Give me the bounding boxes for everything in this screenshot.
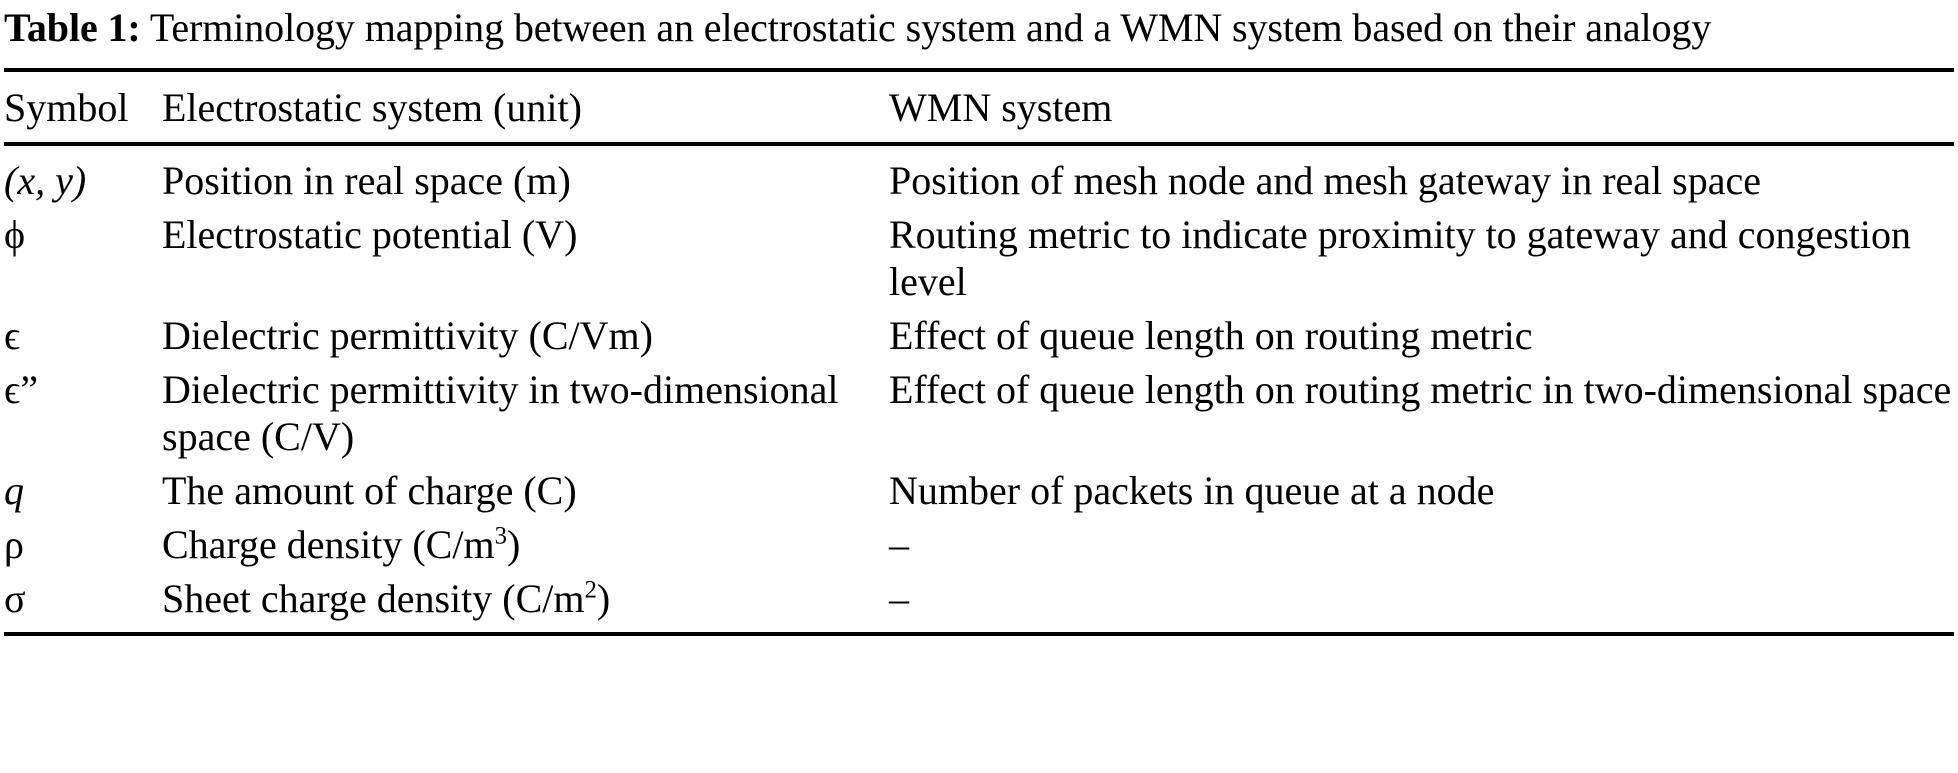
caption-label: Table 1: xyxy=(4,5,141,50)
row-electrostatic: Dielectric permittivity (C/Vm) xyxy=(162,313,653,358)
row-symbol: ϕ xyxy=(4,212,26,257)
table-row: ρ Charge density (C/m3) – xyxy=(4,514,1954,568)
row-symbol: ϵ xyxy=(4,313,21,358)
caption-text: Terminology mapping between an electrost… xyxy=(140,5,1712,50)
column-header-symbol: Symbol xyxy=(4,85,129,130)
row-wmn: Position of mesh node and mesh gateway i… xyxy=(889,158,1761,203)
table-row: ϕ Electrostatic potential (V) Routing me… xyxy=(4,204,1954,305)
table-header-rule xyxy=(4,142,1954,146)
row-electrostatic-suffix: ) xyxy=(596,576,611,621)
terminology-table: Symbol Electrostatic system (unit) WMN s… xyxy=(4,72,1954,142)
row-symbol: ρ xyxy=(4,522,24,567)
row-electrostatic: Sheet charge density (C/m2) xyxy=(162,568,889,632)
column-header-wmn: WMN system xyxy=(889,85,1113,130)
row-symbol: q xyxy=(4,468,24,513)
row-wmn: Number of packets in queue at a node xyxy=(889,468,1495,513)
row-electrostatic-prefix: Sheet charge density (C/m xyxy=(162,576,585,621)
row-electrostatic-suffix: ) xyxy=(506,522,521,567)
table-row: (x, y) Position in real space (m) Positi… xyxy=(4,146,1954,204)
table-top-rule xyxy=(4,68,1954,72)
row-electrostatic: The amount of charge (C) xyxy=(162,468,577,513)
table-caption: Table 1: Terminology mapping between an … xyxy=(4,6,1954,50)
table-row: ϵ” Dielectric permittivity in two-dimens… xyxy=(4,359,1954,460)
row-symbol: σ xyxy=(4,576,26,621)
row-symbol: ϵ” xyxy=(4,367,38,412)
row-electrostatic: Dielectric permittivity in two-dimension… xyxy=(162,367,839,459)
table-bottom-rule xyxy=(4,632,1954,636)
table-header-row: Symbol Electrostatic system (unit) WMN s… xyxy=(4,72,1954,142)
row-electrostatic-superscript: 2 xyxy=(584,576,597,604)
row-electrostatic: Electrostatic potential (V) xyxy=(162,212,578,257)
table-figure: Table 1: Terminology mapping between an … xyxy=(0,6,1958,773)
terminology-table-body: (x, y) Position in real space (m) Positi… xyxy=(4,146,1954,632)
table-row: σ Sheet charge density (C/m2) – xyxy=(4,568,1954,632)
row-electrostatic-prefix: Charge density (C/m xyxy=(162,522,495,567)
row-symbol: (x, y) xyxy=(4,158,87,203)
row-electrostatic: Position in real space (m) xyxy=(162,158,571,203)
row-wmn: Routing metric to indicate proximity to … xyxy=(889,212,1911,304)
row-wmn: Effect of queue length on routing metric xyxy=(889,313,1533,358)
row-wmn: Effect of queue length on routing metric… xyxy=(889,367,1952,412)
column-header-electrostatic: Electrostatic system (unit) xyxy=(162,85,582,130)
row-wmn: – xyxy=(889,522,909,567)
row-wmn: – xyxy=(889,576,909,621)
row-electrostatic-superscript: 3 xyxy=(494,522,507,550)
row-electrostatic: Charge density (C/m3) xyxy=(162,514,889,568)
table-row: ϵ Dielectric permittivity (C/Vm) Effect … xyxy=(4,305,1954,359)
table-row: q The amount of charge (C) Number of pac… xyxy=(4,460,1954,514)
